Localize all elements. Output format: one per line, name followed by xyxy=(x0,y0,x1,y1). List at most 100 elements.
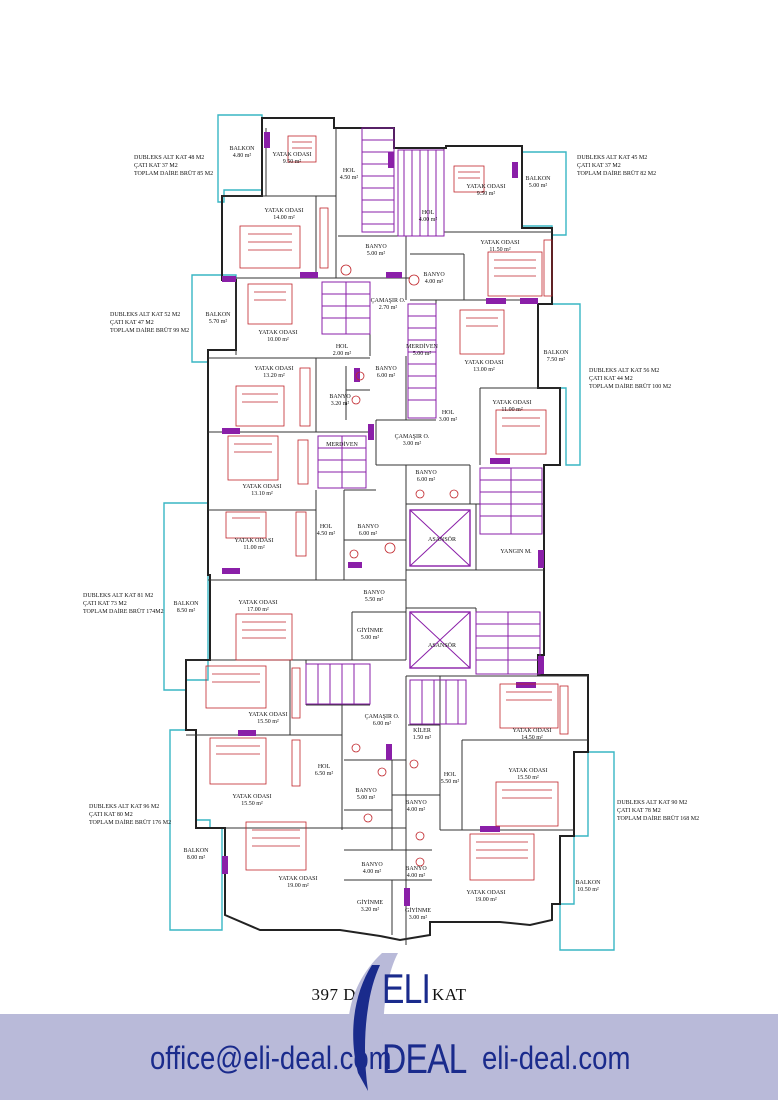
room-area: 11.00 m² xyxy=(501,407,522,413)
room-name: YATAK ODASI xyxy=(508,768,547,774)
bed xyxy=(247,283,293,325)
room-name: HOL xyxy=(318,764,331,770)
room-area: 19.00 m² xyxy=(475,897,497,903)
room-area: 5.00 m² xyxy=(357,795,376,801)
note-line: ÇATI KAT 37 M2 xyxy=(577,163,621,169)
room-name: YATAK ODASI xyxy=(248,712,287,718)
room-area: 3.00 m² xyxy=(403,441,422,447)
room-name: BANYO xyxy=(363,590,385,596)
room-area: 3.00 m² xyxy=(439,417,458,423)
room-area: 3.20 m² xyxy=(331,401,350,407)
room-name: ÇAMAŞIR O. xyxy=(365,714,400,720)
room-name: BANYO xyxy=(355,788,377,794)
room-area: 6.00 m² xyxy=(377,373,396,379)
bed xyxy=(487,251,543,297)
room-area: 13.20 m² xyxy=(263,373,285,379)
room-name: YATAK ODASI xyxy=(242,484,281,490)
room-name: BALKON xyxy=(526,176,552,182)
note-line: TOPLAM DAİRE BRÜT 82 M2 xyxy=(577,170,656,177)
room-name: HOL xyxy=(442,410,455,416)
room-area: 9.50 m² xyxy=(477,191,496,197)
room-name: BALKON xyxy=(576,880,602,886)
room-name: BANYO xyxy=(405,866,427,872)
wardrobe xyxy=(291,207,569,787)
elevator-1 xyxy=(409,509,471,567)
bed xyxy=(227,435,279,481)
website-link[interactable]: eli-deal.com xyxy=(482,1040,631,1076)
room-name: KİLER xyxy=(413,727,431,734)
svg-text:ÇAMAŞIR O.2.70 m²: ÇAMAŞIR O.2.70 m² xyxy=(371,298,406,311)
furniture xyxy=(205,135,569,881)
room-name: GİYİNME xyxy=(405,907,431,914)
room-name: BALKON xyxy=(184,848,210,854)
room-name: BALKON xyxy=(544,350,570,356)
note-line: DUBLEKS ALT KAT 90 M2 xyxy=(617,800,687,806)
bed xyxy=(225,511,267,539)
room-name: BALKON xyxy=(230,146,256,152)
stairs xyxy=(305,127,543,725)
bed xyxy=(235,385,285,427)
toilet xyxy=(340,264,459,867)
room-name: YATAK ODASI xyxy=(464,360,503,366)
room-name: MERDİVEN xyxy=(406,343,438,350)
room-area: 5.00 m² xyxy=(529,183,548,189)
room-area: 14.00 m² xyxy=(273,215,295,221)
room-area: 3.00 m² xyxy=(409,915,428,921)
bed xyxy=(499,683,559,729)
room-area: 5.00 m² xyxy=(367,251,386,257)
room-area: 6.00 m² xyxy=(417,477,436,483)
room-name: BANYO xyxy=(415,470,437,476)
room-area: 1.50 m² xyxy=(413,735,432,741)
interior-walls xyxy=(186,128,588,945)
svg-text:ASANSÖR: ASANSÖR xyxy=(428,536,456,543)
bed xyxy=(245,821,307,871)
room-name: ÇAMAŞIR O. xyxy=(395,434,430,440)
email-link[interactable]: office@eli-deal.com xyxy=(150,1040,392,1076)
logo-top-text: ELI xyxy=(382,965,431,1012)
room-name: ASANSÖR xyxy=(428,536,456,543)
note-line: ÇATI KAT 37 M2 xyxy=(134,163,178,169)
building-outline xyxy=(185,117,589,942)
plan-title: 397 D KAT xyxy=(311,985,467,1004)
room-name: YATAK ODASI xyxy=(480,240,519,246)
room-name: HOL xyxy=(444,772,457,778)
svg-text:ASANSÖR: ASANSÖR xyxy=(428,642,456,649)
note-line: TOPLAM DAİRE BRÜT 174M2 xyxy=(83,608,164,615)
room-area: 2.00 m² xyxy=(333,351,352,357)
svg-text:YANGIN M.: YANGIN M. xyxy=(500,549,532,555)
windows xyxy=(222,132,544,906)
room-name: YATAK ODASI xyxy=(234,538,273,544)
room-area: 15.50 m² xyxy=(257,719,279,725)
room-name: YATAK ODASI xyxy=(466,184,505,190)
room-name: YATAK ODASI xyxy=(278,876,317,882)
room-name: HOL xyxy=(343,168,356,174)
bed xyxy=(453,165,485,193)
room-name: YATAK ODASI xyxy=(238,600,277,606)
room-name: BANYO xyxy=(375,366,397,372)
note-line: TOPLAM DAİRE BRÜT 176 M2 xyxy=(89,819,171,826)
svg-text:ÇAMAŞIR O.3.00 m²: ÇAMAŞIR O.3.00 m² xyxy=(395,434,430,447)
bed xyxy=(287,135,317,163)
stair-2 xyxy=(397,149,445,237)
